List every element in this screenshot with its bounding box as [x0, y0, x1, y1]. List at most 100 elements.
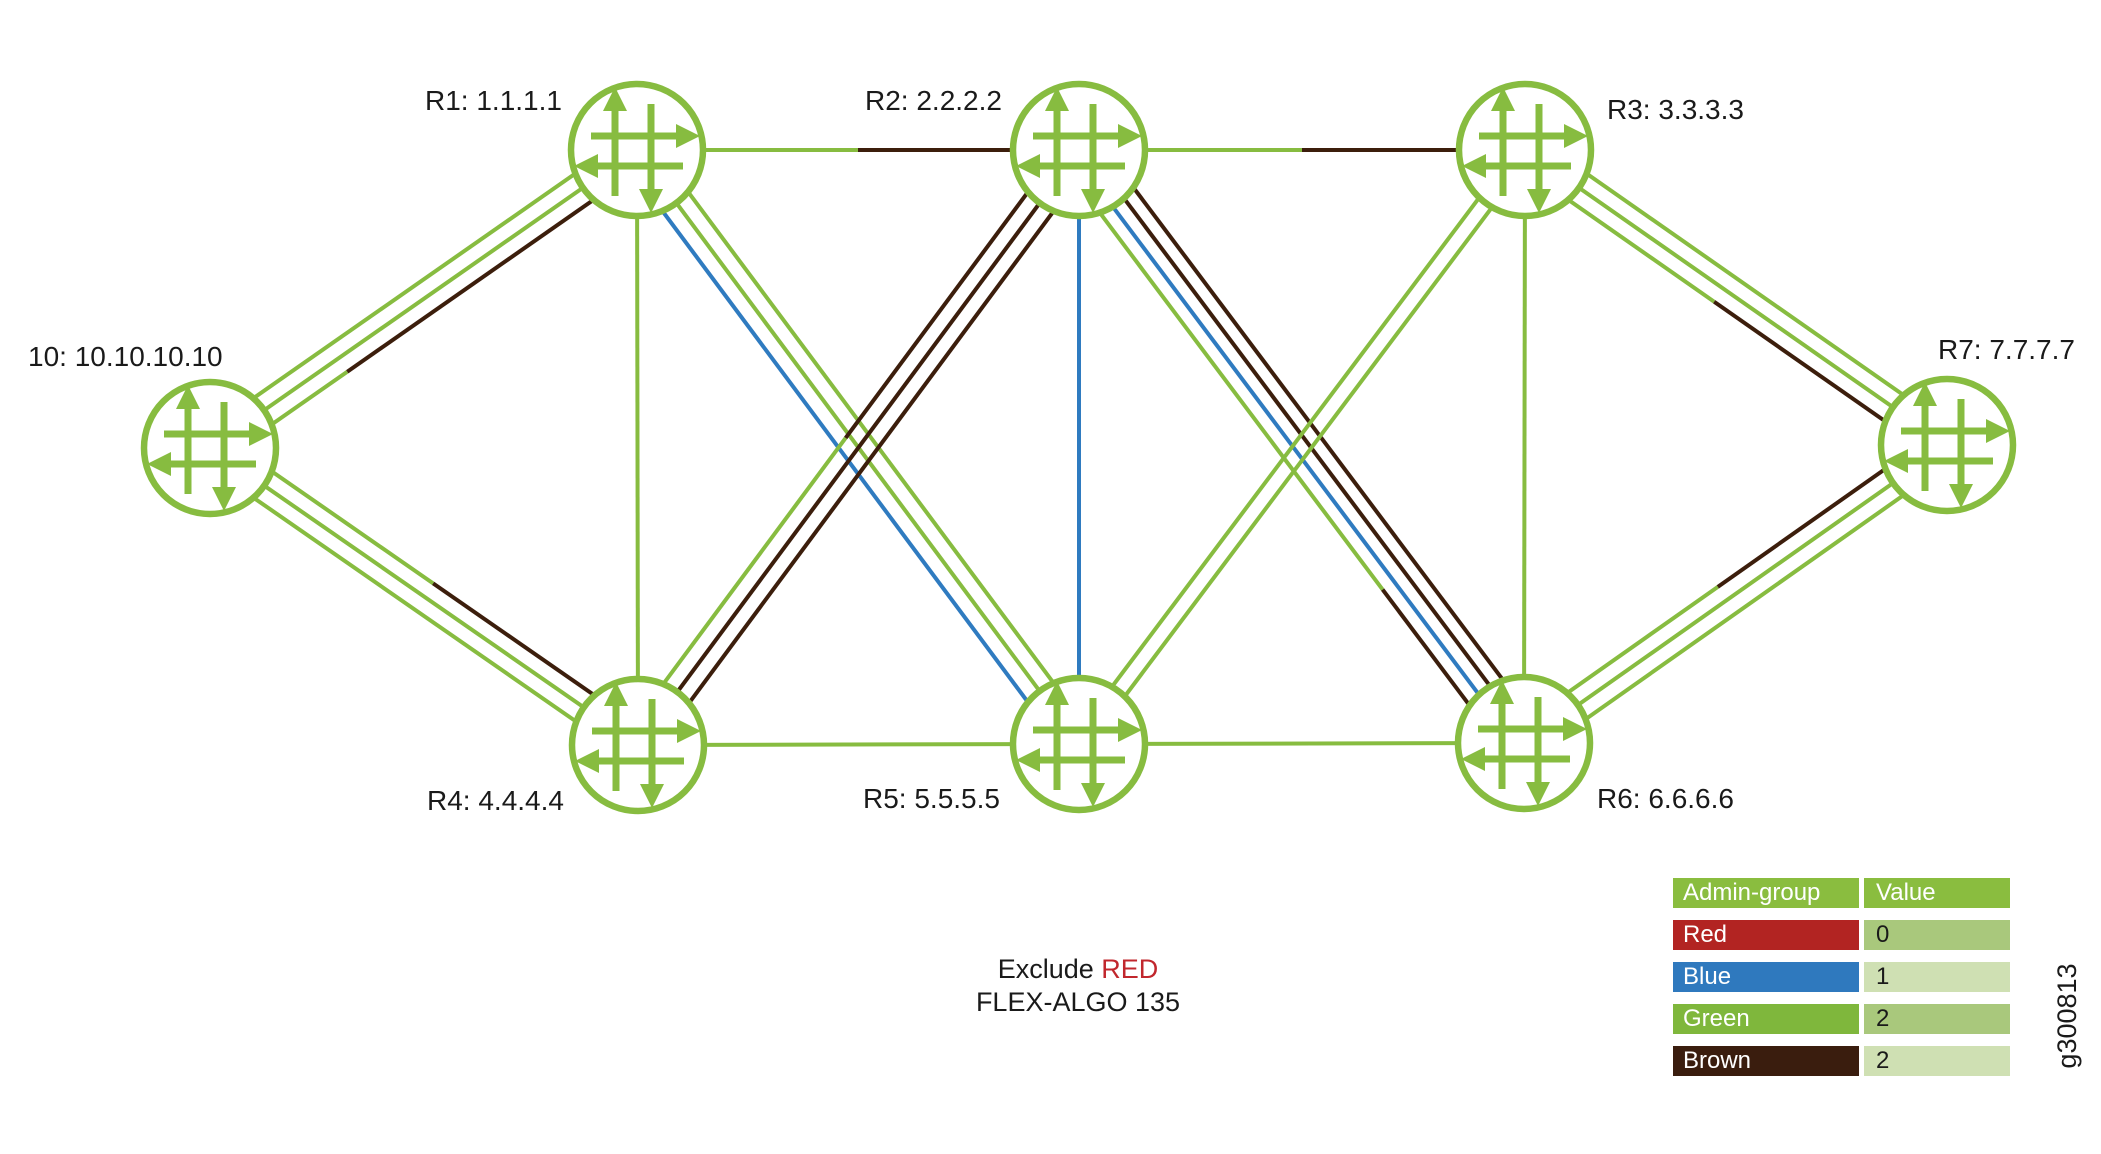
router-arrow-down-icon-head: [639, 189, 663, 213]
router-arrow-up-icon-head: [1045, 681, 1069, 705]
node-label-r2: R2: 2.2.2.2: [865, 85, 1002, 116]
node-label-r7: R7: 7.7.7.7: [1938, 334, 2075, 365]
router-node-r2: [1009, 80, 1149, 220]
router-arrow-left-icon-head: [147, 452, 171, 476]
legend-brown-swatch: Brown: [1673, 1046, 1859, 1076]
router-arrow-up-icon-head: [1913, 382, 1937, 406]
link-r1-r5-strand0: [622, 158, 1068, 755]
router-arrow-up-icon-head: [1490, 680, 1514, 704]
router-arrow-left-icon-head: [1461, 747, 1485, 771]
router-arrow-left-icon-head: [575, 749, 599, 773]
router-arrow-right-icon-head: [1564, 124, 1588, 148]
legend-row-blue: Blue 1: [1673, 962, 2010, 992]
router-arrow-down-icon-head: [1081, 189, 1105, 213]
flex-algo-annotation: Exclude RED FLEX-ALGO 135: [878, 953, 1278, 1019]
router-node-r5: [1009, 674, 1149, 814]
link-r2-r6-strand1: [1071, 153, 1521, 749]
link-r10-r4-strand1: [208, 446, 640, 747]
link-r2-r6-strand0: [1060, 161, 1385, 591]
link-r5-r6-strand0: [1078, 741, 1525, 746]
router-arrow-down-icon-head: [1526, 782, 1550, 806]
link-r3-r5-strand1: [1083, 153, 1533, 751]
router-arrow-left-icon-head: [574, 154, 598, 178]
router-arrow-left-icon-head: [1016, 748, 1040, 772]
router-circle-icon: [1454, 673, 1594, 813]
legend-green-swatch: Green: [1673, 1004, 1859, 1034]
node-label-r3: R3: 3.3.3.3: [1607, 94, 1744, 125]
link-r10-r1-strand1: [208, 148, 639, 450]
router-arrow-right-icon-head: [1118, 718, 1142, 742]
router-arrow-right-icon-head: [1986, 419, 2010, 443]
node-label-r4: R4: 4.4.4.4: [427, 785, 564, 816]
legend-blue-value: 1: [1864, 962, 2010, 992]
annotation-line2: FLEX-ALGO 135: [975, 987, 1181, 1017]
link-r6-r7-strand2: [1532, 456, 1958, 758]
router-circle-icon: [1009, 674, 1149, 814]
router-node-r1: [567, 80, 707, 220]
router-node-r3: [1455, 80, 1595, 220]
router-circle-icon: [567, 80, 707, 220]
router-arrow-down-icon-head: [1949, 484, 1973, 508]
link-r4-r5-strand0: [637, 742, 1080, 747]
legend-header-admin-group: Admin-group: [1673, 878, 1859, 908]
legend-row-brown: Brown 2: [1673, 1046, 2010, 1076]
admin-group-legend: Admin-group Value Red 0 Blue 1 Green 2 B…: [1673, 878, 2010, 1088]
link-r6-r7-strand1: [1522, 443, 1949, 745]
router-arrow-right-icon-head: [249, 422, 273, 446]
node-label-r1: R1: 1.1.1.1: [425, 85, 562, 116]
legend-green-value: 2: [1864, 1004, 2010, 1034]
router-arrow-left-icon-head: [1016, 154, 1040, 178]
link-r3-r5-strand0: [1071, 143, 1521, 741]
router-arrow-down-icon-head: [1081, 783, 1105, 807]
router-arrow-up-icon-head: [603, 87, 627, 111]
legend-row-red: Red 0: [1673, 920, 2010, 950]
link-r3-r6-strand0: [1522, 149, 1527, 744]
router-arrow-up-icon-head: [176, 385, 200, 409]
router-arrow-right-icon-head: [676, 124, 700, 148]
router-arrow-up-icon-head: [1491, 87, 1515, 111]
link-r4-r2-strand1: [636, 148, 1081, 747]
legend-header-row: Admin-group Value: [1673, 878, 2010, 908]
link-r1-r5-strand2: [648, 139, 1094, 736]
router-node-r10: [140, 378, 280, 518]
link-r3-r7-strand0: [1533, 135, 1958, 434]
router-circle-icon: [140, 378, 280, 518]
node-label-r5: R5: 5.5.5.5: [863, 783, 1000, 814]
router-arrow-right-icon-head: [1118, 124, 1142, 148]
router-arrow-right-icon-head: [1563, 717, 1587, 741]
link-r10-r1-strand0: [199, 135, 629, 437]
router-node-r7: [1877, 375, 2017, 515]
router-circle-icon: [1877, 375, 2017, 515]
router-circle-icon: [568, 675, 708, 815]
node-label-r10: 10: 10.10.10.10: [28, 341, 223, 372]
annotation-exclude-target: RED: [1101, 954, 1159, 984]
router-arrow-down-icon-head: [640, 784, 664, 808]
link-r3-r7-strand1: [1523, 148, 1949, 447]
router-node-r4: [568, 675, 708, 815]
legend-header-value: Value: [1864, 878, 2010, 908]
legend-row-green: Green 2: [1673, 1004, 2010, 1034]
legend-brown-value: 2: [1864, 1046, 2010, 1076]
link-r2-r6-strand2: [1082, 144, 1532, 740]
node-label-r6: R6: 6.6.6.6: [1597, 783, 1734, 814]
router-arrow-left-icon-head: [1462, 154, 1486, 178]
link-r10-r4-strand2: [199, 459, 631, 760]
router-arrow-down-icon-head: [1527, 189, 1551, 213]
router-arrow-left-icon-head: [1884, 449, 1908, 473]
router-arrow-down-icon-head: [212, 487, 236, 511]
link-r4-r2-strand2: [649, 158, 1094, 756]
annotation-line1: Exclude RED: [878, 953, 1278, 986]
annotation-exclude-text: Exclude: [997, 954, 1094, 984]
legend-blue-swatch: Blue: [1673, 962, 1859, 992]
router-arrow-up-icon-head: [1045, 87, 1069, 111]
link-r1-r4-strand0: [635, 149, 640, 746]
legend-red-swatch: Red: [1673, 920, 1859, 950]
router-arrow-up-icon-head: [604, 682, 628, 706]
router-node-r6: [1454, 673, 1594, 813]
router-arrow-right-icon-head: [677, 719, 701, 743]
router-circle-icon: [1009, 80, 1149, 220]
legend-red-value: 0: [1864, 920, 2010, 950]
link-r2-r6-strand3: [1094, 136, 1543, 732]
